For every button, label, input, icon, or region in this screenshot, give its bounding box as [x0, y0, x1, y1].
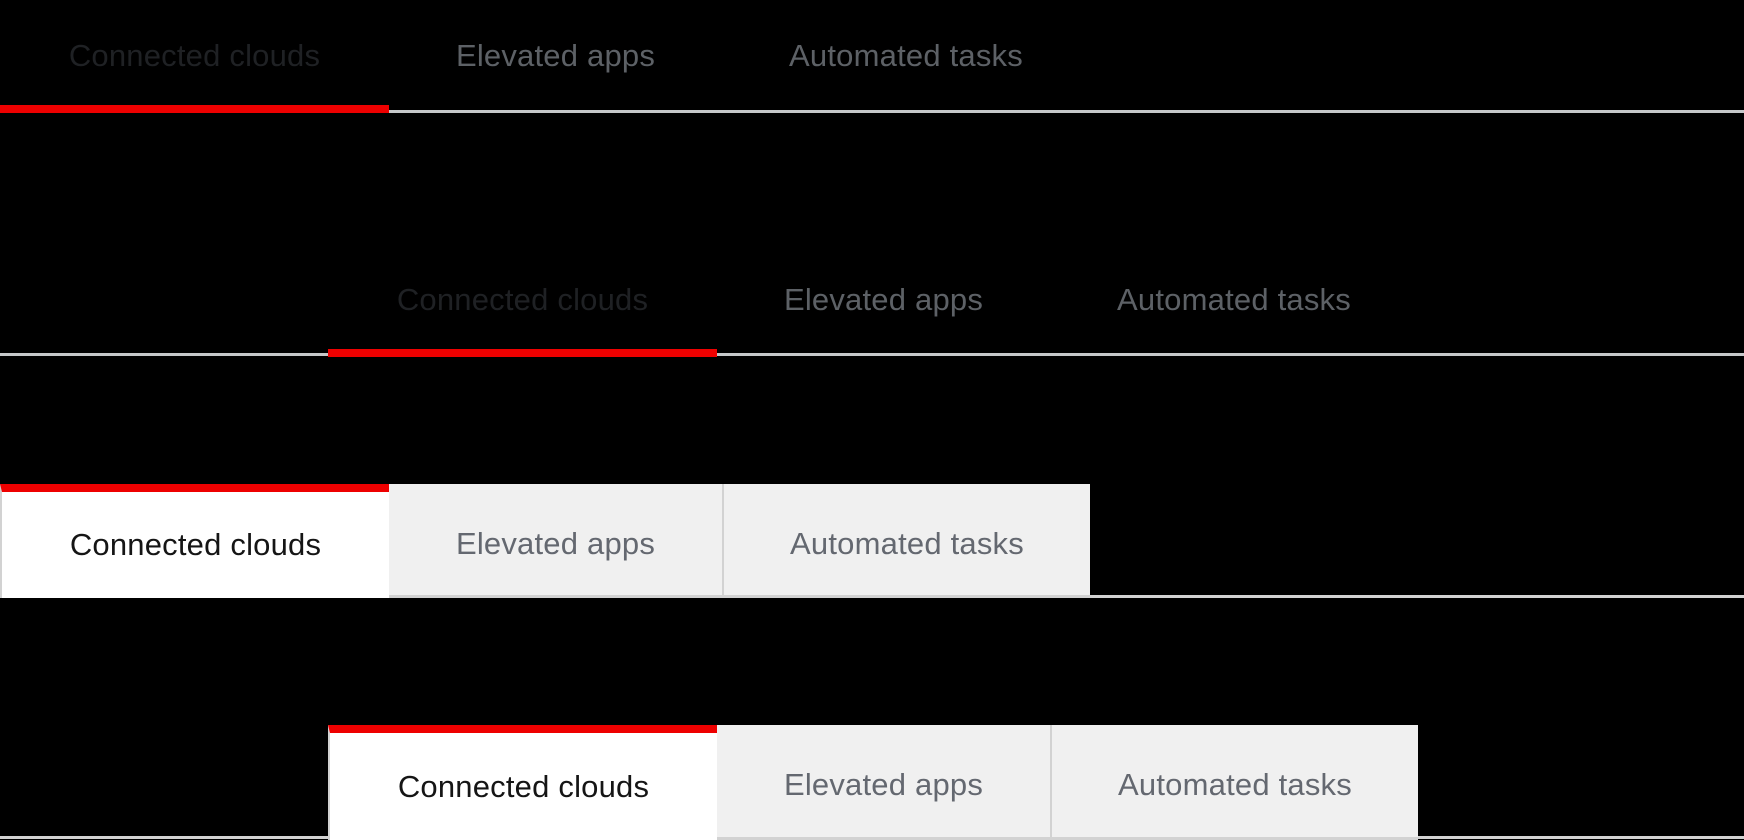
tab-automated-tasks[interactable]: Automated tasks	[789, 38, 1023, 73]
box-tabs-bottom-rule	[1090, 595, 1744, 598]
tab-elevated-apps[interactable]: Elevated apps	[717, 725, 1050, 840]
tab-group-box-flush-left: Connected clouds Elevated apps Automated…	[0, 484, 1090, 598]
tab-group-line-flush-left: Connected clouds Elevated apps Automated…	[0, 0, 1090, 113]
box-tabs-bottom-rule-right	[1418, 836, 1744, 839]
line-tabs-bottom-rule	[0, 110, 1744, 113]
tab-automated-tasks[interactable]: Automated tasks	[1117, 282, 1351, 317]
tab-automated-tasks[interactable]: Automated tasks	[722, 484, 1090, 598]
tab-group-line-indented: Connected clouds Elevated apps Automated…	[328, 244, 1418, 357]
tab-connected-clouds[interactable]: Connected clouds	[0, 484, 389, 598]
box-tabs-bottom-rule-left	[0, 836, 328, 839]
tab-elevated-apps[interactable]: Elevated apps	[455, 38, 656, 73]
tab-connected-clouds[interactable]: Connected clouds	[0, 0, 389, 113]
tab-connected-clouds[interactable]: Connected clouds	[328, 725, 717, 840]
tab-elevated-apps[interactable]: Elevated apps	[389, 484, 722, 598]
line-tabs-bottom-rule	[0, 353, 1744, 356]
tab-automated-tasks[interactable]: Automated tasks	[1050, 725, 1418, 840]
tab-group-box-indented: Connected clouds Elevated apps Automated…	[328, 725, 1418, 840]
tab-elevated-apps[interactable]: Elevated apps	[783, 282, 984, 317]
tab-connected-clouds[interactable]: Connected clouds	[328, 244, 717, 357]
